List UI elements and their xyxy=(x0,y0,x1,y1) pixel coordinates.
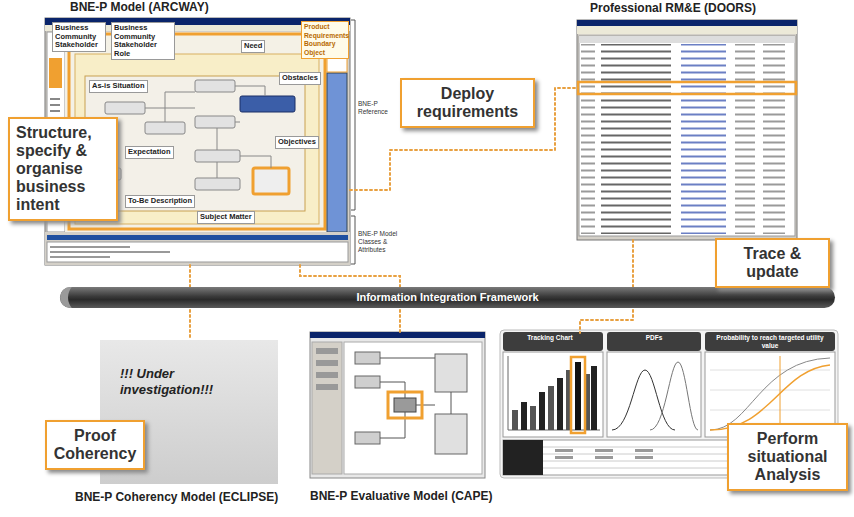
callout-box: Proof Coherency xyxy=(45,420,145,470)
node-text: To-Be Description xyxy=(128,197,192,206)
bracket-label: BNE-P Reference xyxy=(358,100,392,116)
node-text: Deploy requirements xyxy=(408,85,527,121)
integration-band: Information Integration Framework xyxy=(60,287,835,308)
model-element: To-Be Description xyxy=(125,195,195,208)
node-text: Need xyxy=(244,42,262,51)
node-text: Perform situational Analysis xyxy=(735,430,840,484)
boundary-object: Product Requirements Boundary Object xyxy=(301,21,349,59)
callout-box: Structure, specify & organise business i… xyxy=(8,117,118,221)
node-text: Objectives xyxy=(278,138,316,147)
panel-heading: BNE-P Evaluative Model (CAPE) xyxy=(310,489,492,503)
model-element: As-is Situation xyxy=(89,80,148,93)
node-text: Probability to reach targeted utility va… xyxy=(708,334,832,350)
model-element: Subject Matter xyxy=(197,211,255,224)
model-element: Business Community Stakeholder Role xyxy=(111,22,175,60)
model-element: Expectation xyxy=(125,146,174,159)
node-text: Expectation xyxy=(128,148,171,157)
bracket xyxy=(351,20,355,264)
node-text: Trace & update xyxy=(723,245,822,281)
model-element: Business Community Stakeholder xyxy=(52,22,106,52)
node-text: PDFs xyxy=(611,334,697,342)
model-element: Need xyxy=(241,40,265,53)
node-text: As-is Situation xyxy=(92,82,145,91)
node-text: Structure, specify & organise business i… xyxy=(16,124,110,214)
node-text: Information Integration Framework xyxy=(60,287,835,308)
panel-heading: Professional RM&E (DOORS) xyxy=(590,1,756,15)
model-element: Obstacles xyxy=(279,72,321,85)
node-text: Proof Coherency xyxy=(53,427,137,463)
chart-title: Probability to reach targeted utility va… xyxy=(706,333,834,351)
node-text: !!! Under investigation!!! xyxy=(120,366,230,398)
callout-box: Deploy requirements xyxy=(400,78,535,128)
node-text: Business Community Stakeholder Role xyxy=(114,24,172,58)
screenshot-panel: BNE-P Evaluative Model (CAPE) xyxy=(310,332,485,478)
node-text: Business Community Stakeholder xyxy=(55,24,103,50)
screenshot-panel: Professional RM&E (DOORS) xyxy=(577,20,797,240)
node-text: Obstacles xyxy=(282,74,318,83)
node-text: Subject Matter xyxy=(200,213,252,222)
callout-box: Trace & update xyxy=(715,238,830,288)
callout-box: Perform situational Analysis xyxy=(727,423,848,491)
node-text: Product Requirements Boundary Object xyxy=(304,23,346,57)
chart-title: PDFs xyxy=(609,333,699,343)
panel-heading: BNE-P Coherency Model (ECLIPSE) xyxy=(75,490,278,504)
doors-screenshot xyxy=(577,20,797,240)
chart-title: Tracking Chart xyxy=(505,333,595,343)
node-text: Tracking Chart xyxy=(507,334,593,342)
bracket-label: BNE-P Model Classes & Attributes xyxy=(358,230,400,254)
cape-screenshot xyxy=(310,332,485,478)
model-element: Objectives xyxy=(275,136,319,149)
panel-heading: BNE-P Model (ARCWAY) xyxy=(70,0,209,14)
